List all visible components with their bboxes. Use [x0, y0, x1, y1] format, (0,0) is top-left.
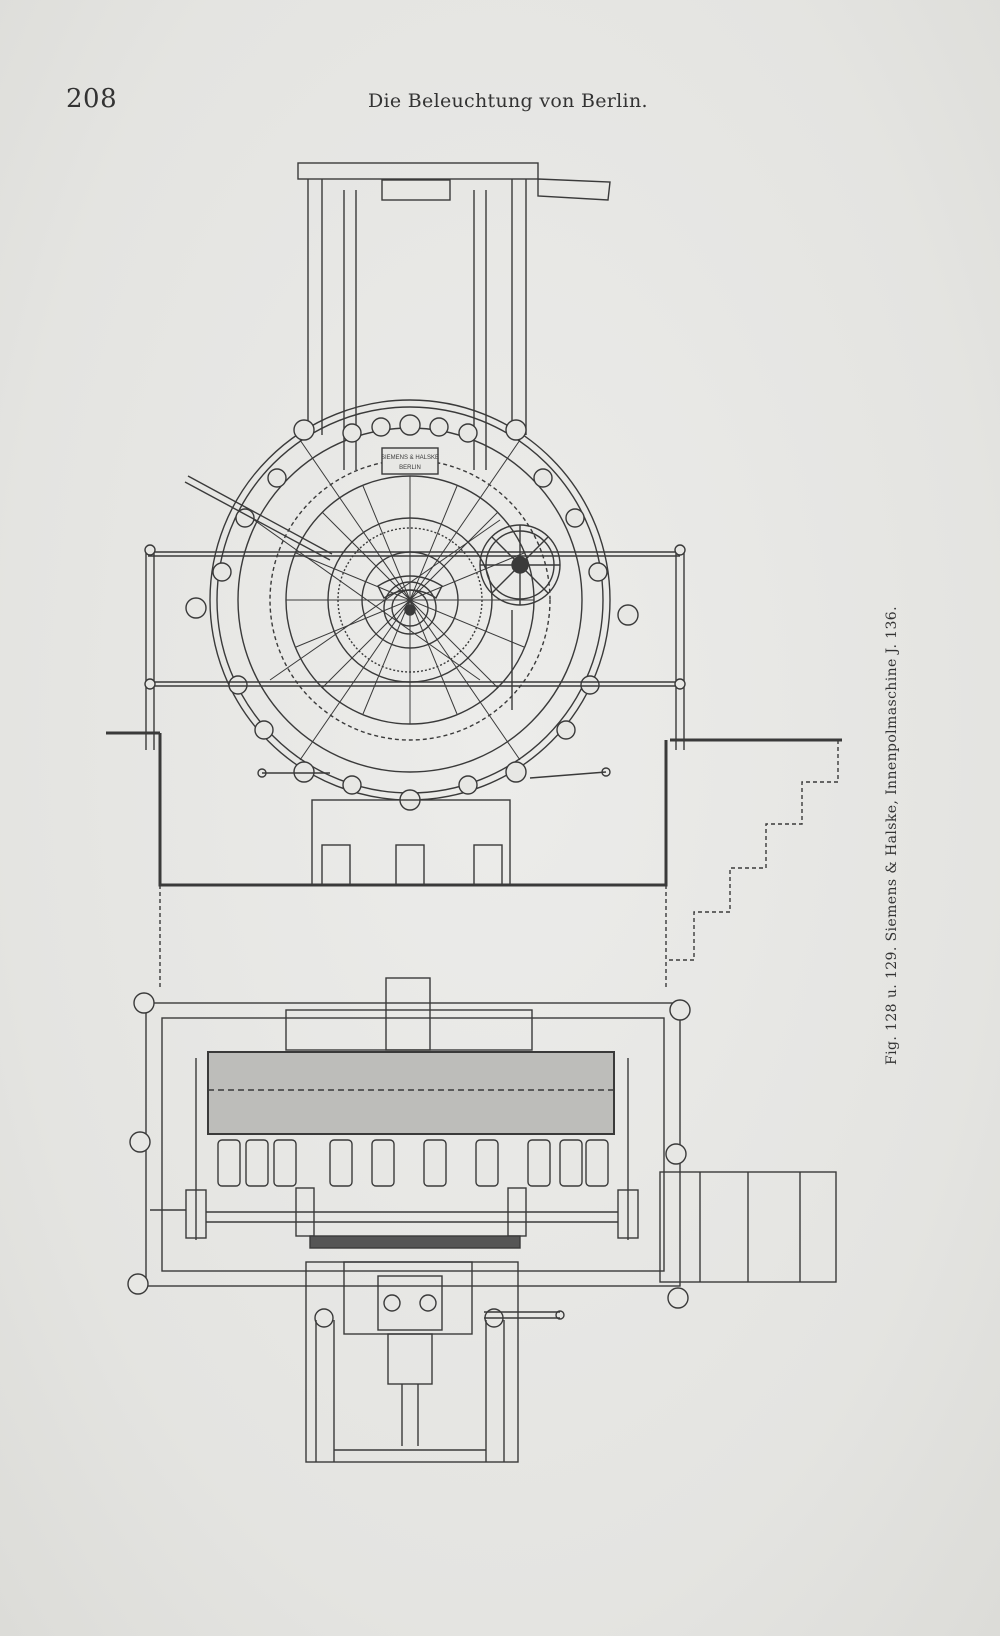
brush-holders — [150, 1058, 639, 1240]
armature-winding — [207, 1051, 615, 1135]
commutator-bars — [217, 1139, 609, 1187]
running-title: Die Beleuchtung von Berlin. — [368, 90, 648, 112]
nameplate-line2: BERLIN — [399, 465, 421, 471]
nameplate — [381, 447, 439, 475]
pole-bolts — [185, 414, 639, 811]
nameplate-text: SIEMENS & HALSKE BERLIN — [381, 455, 439, 471]
plan-view-shaft-housing — [285, 977, 533, 1051]
nameplate-line1: SIEMENS & HALSKE — [381, 455, 439, 461]
bearing-pedestal — [305, 1261, 519, 1463]
top-frame — [297, 162, 611, 470]
brush-lever — [184, 475, 611, 779]
brush-gear-wheel — [479, 524, 561, 606]
foundation-pit — [106, 731, 842, 990]
gear-rack — [309, 1235, 521, 1249]
plan-view-frame — [127, 992, 837, 1309]
page-number: 208 — [66, 84, 118, 114]
hand-wheel-lever — [484, 1310, 565, 1320]
spokes — [239, 439, 534, 761]
figure-caption: Fig. 128 u. 129. Siemens & Halske, Innen… — [884, 606, 900, 1065]
railing — [144, 544, 686, 750]
